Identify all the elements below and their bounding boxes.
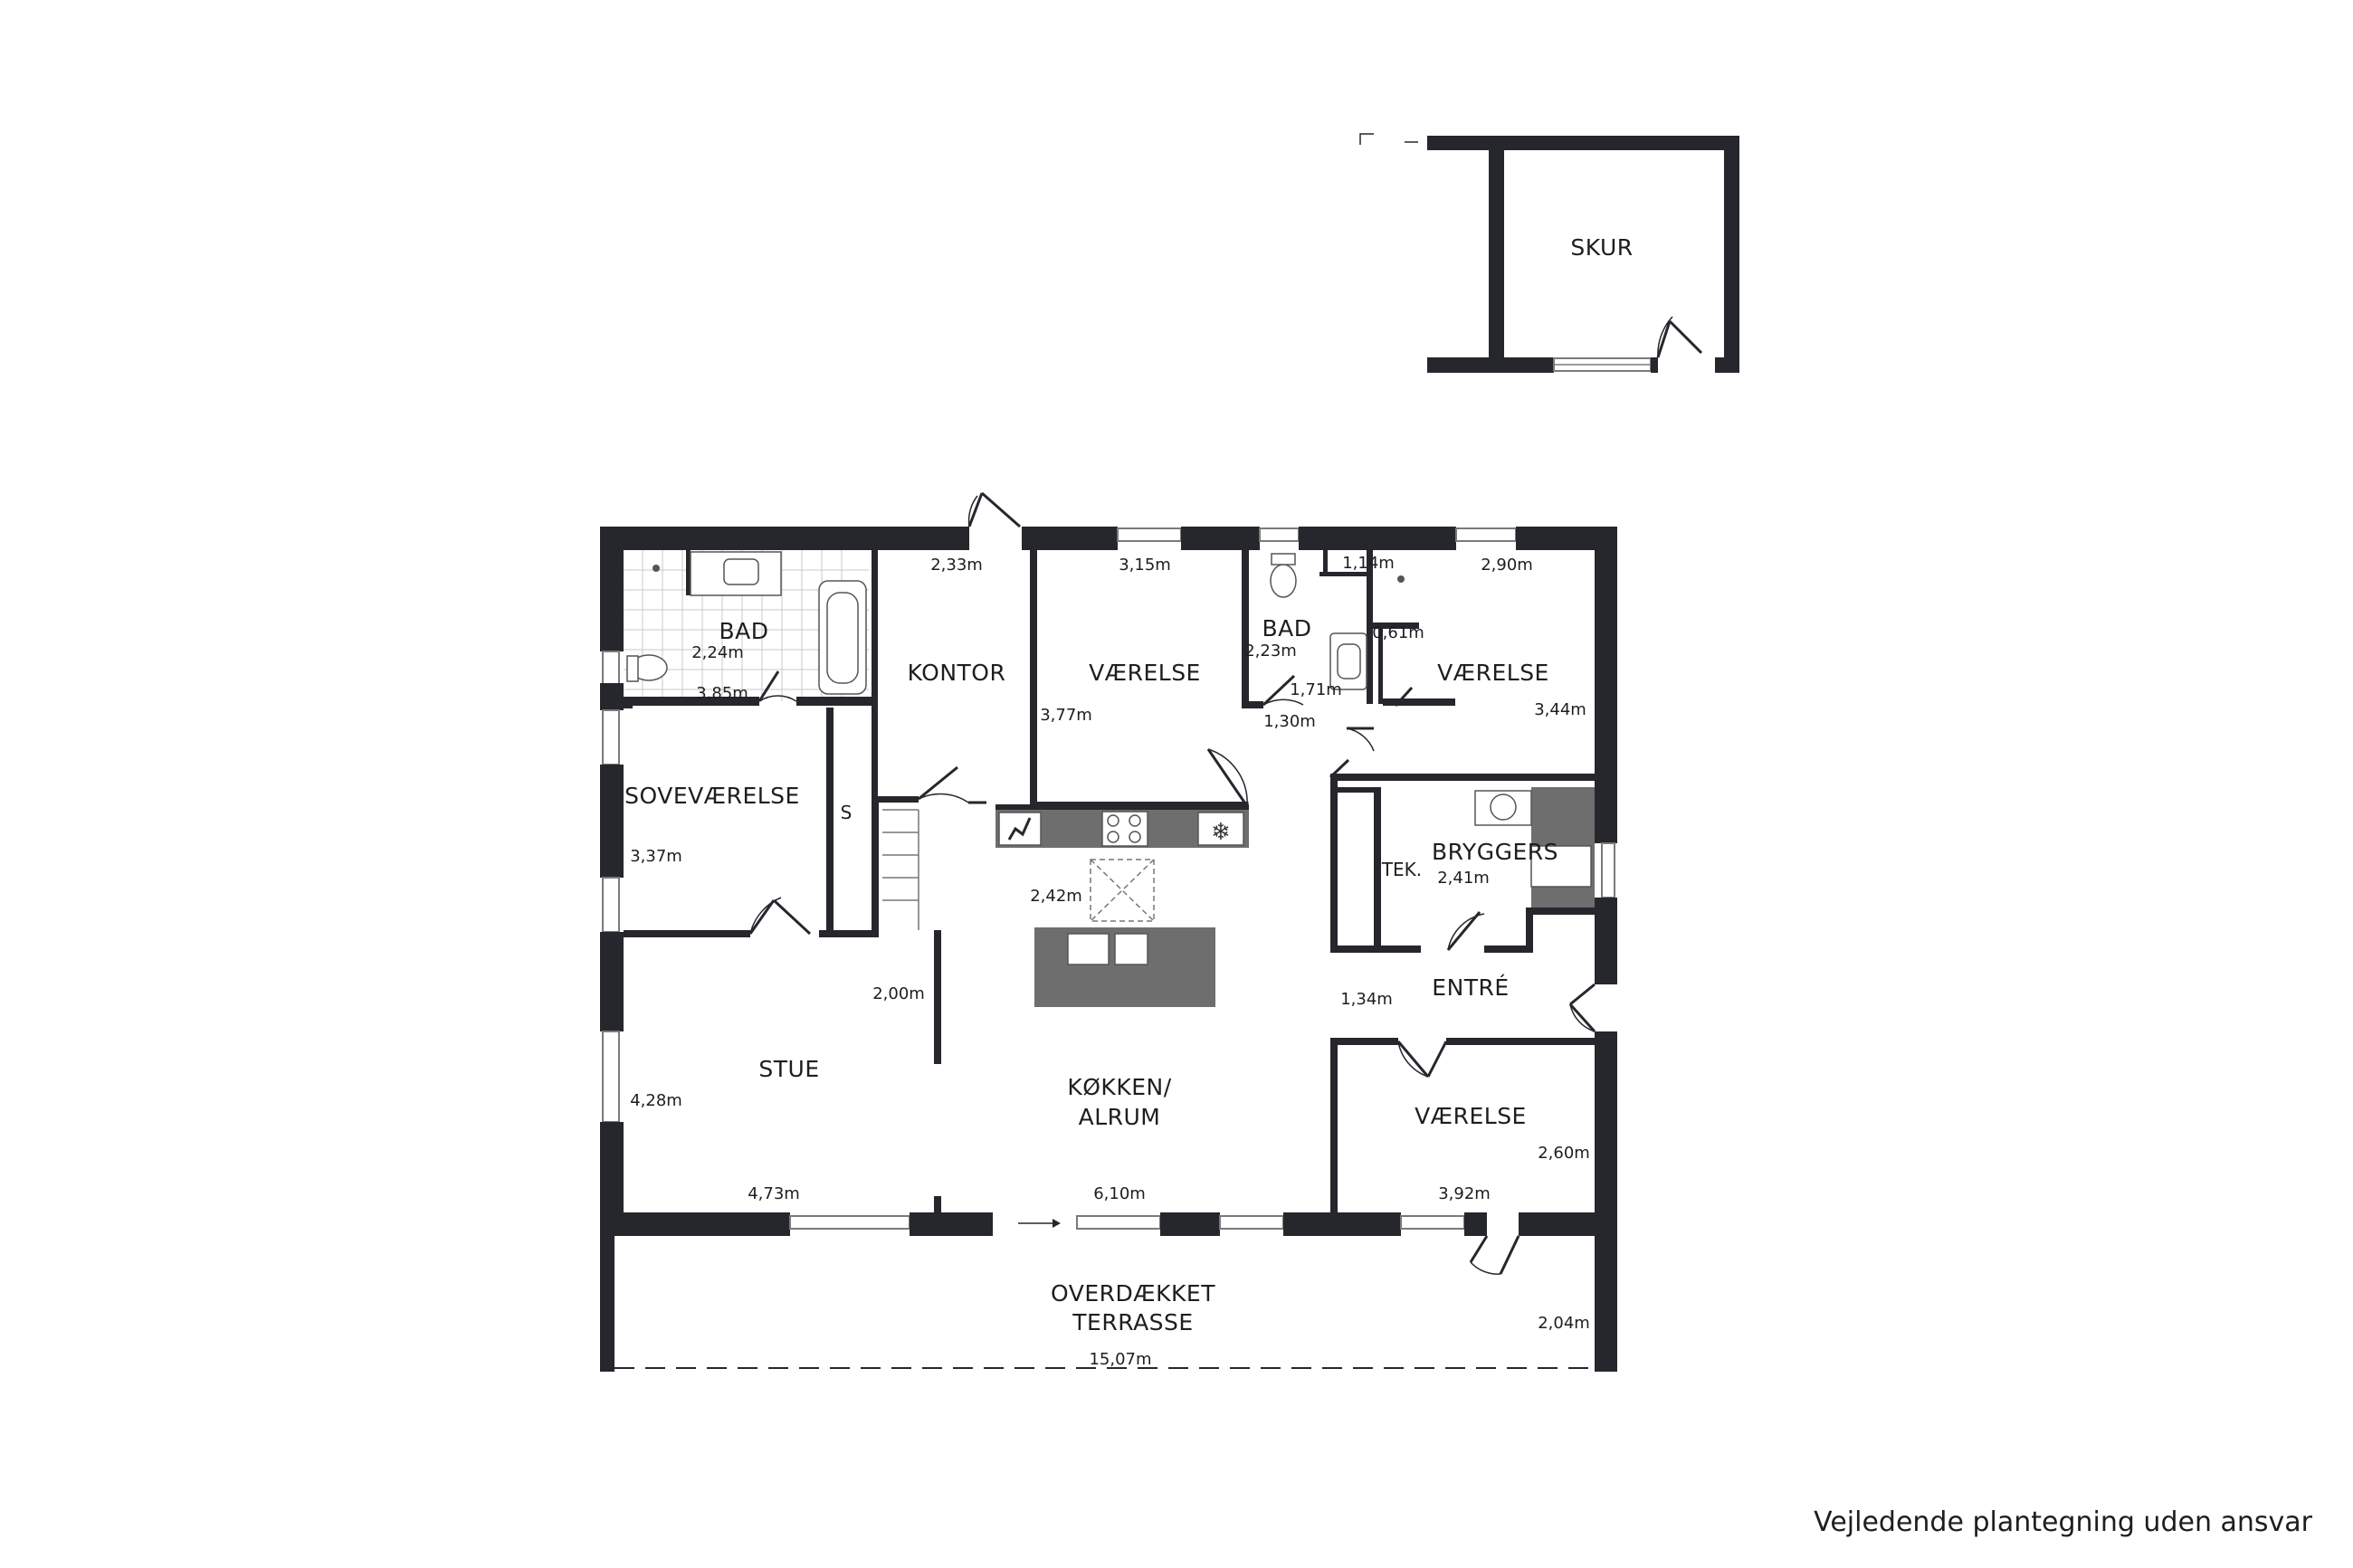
dim-bryggers-height: 2,41m: [1437, 869, 1490, 888]
room-label-bad-right: BAD: [1262, 615, 1311, 641]
dim-stue-side: 2,00m: [872, 984, 925, 1003]
utility-room: [1330, 781, 1595, 953]
svg-text:❄: ❄: [1211, 819, 1231, 846]
dim-sovevaerelse-height: 3,37m: [630, 847, 682, 866]
room-label-terrasse-line1: OVERDÆKKET: [1051, 1280, 1215, 1307]
dim-bad-right-height: 2,23m: [1244, 641, 1297, 660]
staircase: [882, 809, 919, 930]
dim-vaerelse-2-width: 2,90m: [1481, 556, 1533, 575]
room-label-terrasse-line2: TERRASSE: [1072, 1309, 1193, 1335]
dim-vaerelse-3-height: 2,60m: [1538, 1144, 1590, 1163]
dim-bad-left-height: 2,24m: [691, 643, 744, 662]
room-label-vaerelse-2: VÆRELSE: [1437, 660, 1549, 686]
dim-bad-right-top: 1,14m: [1342, 554, 1395, 573]
dim-vaerelse-1-height: 3,77m: [1040, 706, 1092, 725]
dim-koekken-island: 2,42m: [1030, 887, 1082, 906]
dim-stue-height: 4,28m: [630, 1091, 682, 1110]
disclaimer-text: Vejledende plantegning uden ansvar: [1814, 1506, 2313, 1538]
kitchen-counter: ❄: [996, 804, 1249, 1007]
room-label-tek: TEK.: [1381, 859, 1422, 880]
room-label-koekken-line2: ALRUM: [1079, 1104, 1161, 1130]
dim-entre-width: 1,34m: [1340, 990, 1393, 1009]
shed: [1359, 133, 1739, 373]
dim-bad-right-bottom: 1,71m: [1290, 680, 1342, 699]
room-label-sovevaerelse: SOVEVÆRELSE: [624, 783, 800, 809]
room-label-s: S: [841, 802, 853, 823]
room-label-kontor: KONTOR: [908, 660, 1006, 686]
room-label-vaerelse-1: VÆRELSE: [1089, 660, 1201, 686]
dim-terrasse-width: 15,07m: [1089, 1350, 1151, 1369]
dim-koekken-width: 6,10m: [1093, 1184, 1146, 1203]
room-label-koekken-line1: KØKKEN/: [1067, 1074, 1171, 1100]
dim-hall-width: 1,30m: [1263, 712, 1316, 731]
dim-terrasse-height: 2,04m: [1538, 1314, 1590, 1333]
room-label-skur: SKUR: [1570, 234, 1633, 261]
house-walls: [600, 527, 1617, 1372]
dim-vaerelse-3-width: 3,92m: [1438, 1184, 1491, 1203]
dim-vaerelse-2-height: 3,44m: [1534, 700, 1586, 719]
bathroom-left: [624, 550, 878, 706]
room-label-vaerelse-3: VÆRELSE: [1415, 1103, 1527, 1129]
bathroom-right: [1242, 550, 1419, 708]
dim-kontor-width: 2,33m: [930, 556, 983, 575]
dim-stue-width: 4,73m: [748, 1184, 800, 1203]
dim-bad-right-side: 0,61m: [1372, 623, 1424, 642]
room-label-bryggers: BRYGGERS: [1432, 839, 1558, 865]
dim-vaerelse-1-width: 3,15m: [1119, 556, 1171, 575]
room-label-entre: ENTRÉ: [1432, 974, 1509, 1001]
room-label-stue: STUE: [758, 1056, 819, 1082]
dim-bad-left-width: 3,85m: [696, 684, 748, 703]
room-label-bad-left: BAD: [719, 618, 768, 644]
